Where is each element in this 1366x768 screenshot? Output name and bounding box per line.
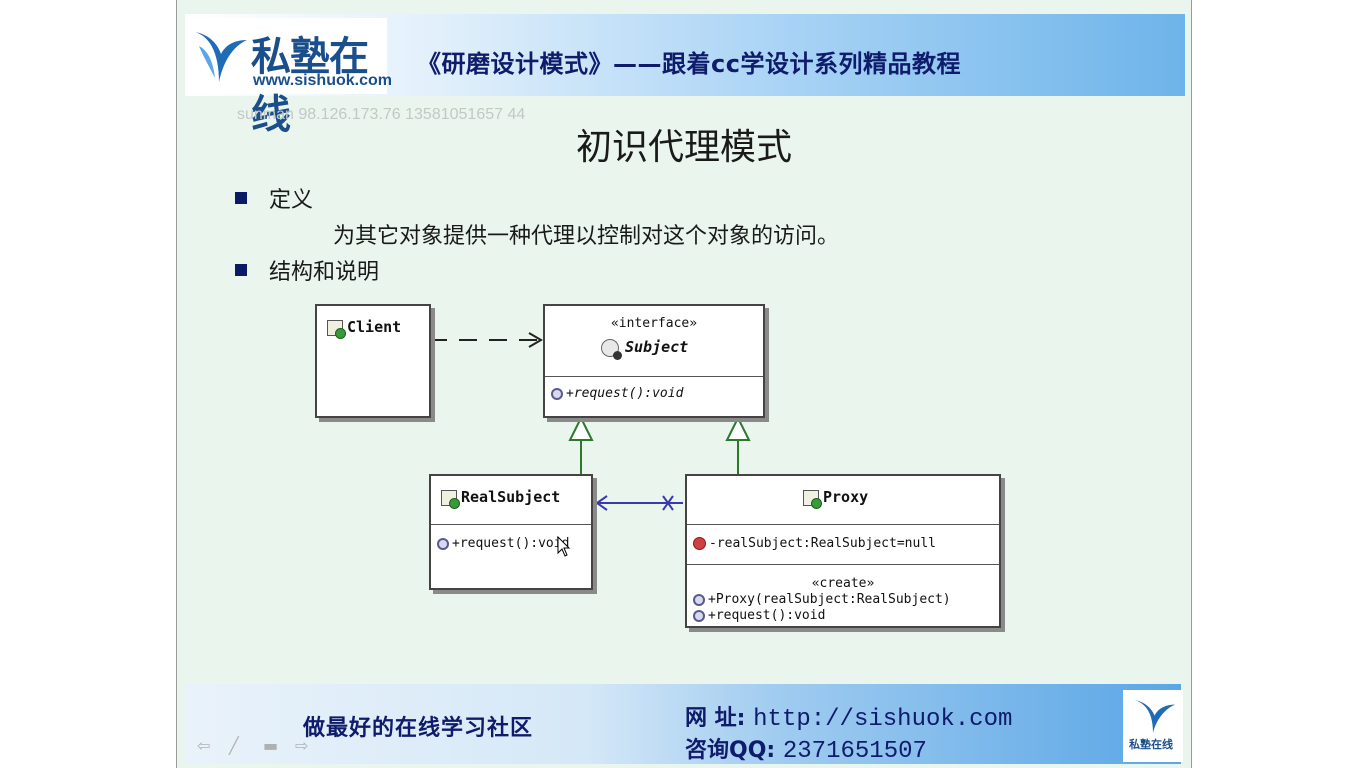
bullet-label: 定义 bbox=[269, 188, 314, 213]
class-divider bbox=[431, 524, 591, 525]
bullet-square-icon bbox=[235, 264, 247, 276]
qq-value: 2371651507 bbox=[782, 738, 927, 765]
class-name-realsubject: RealSubject bbox=[461, 488, 561, 506]
sishuok-logo: 私塾在线 www.sishuok.com bbox=[187, 18, 392, 138]
proxy-constructor: +Proxy(realSubject:RealSubject) bbox=[693, 592, 951, 607]
interface-name-subject: Subject bbox=[625, 338, 689, 356]
class-icon bbox=[327, 319, 346, 339]
class-title: Client bbox=[327, 318, 402, 339]
class-divider bbox=[545, 376, 763, 377]
course-title: 《研磨设计模式》——跟着cc学设计系列精品教程 bbox=[417, 50, 961, 78]
operation-icon bbox=[693, 609, 705, 622]
constructor-text: +Proxy(realSubject:RealSubject) bbox=[708, 592, 951, 607]
footer-logo-text: 私塾在线 bbox=[1129, 738, 1173, 751]
interface-title: Subject bbox=[601, 338, 689, 360]
uml-class-client[interactable]: Client bbox=[315, 304, 431, 418]
class-title: RealSubject bbox=[441, 488, 561, 509]
realization-triangle-realsubject bbox=[568, 415, 594, 441]
proxy-operation: +request():void bbox=[693, 608, 825, 623]
interface-stereotype: «interface» bbox=[610, 316, 698, 331]
operation-text: +request():void bbox=[452, 536, 570, 551]
subject-operation: +request():void bbox=[551, 386, 683, 401]
site-value: http://sishuok.com bbox=[753, 706, 1013, 733]
qq-label: 咨询QQ: bbox=[685, 738, 776, 763]
bird-logo-icon bbox=[1134, 699, 1175, 733]
bird-logo-icon bbox=[195, 32, 247, 82]
operation-text: +request():void bbox=[566, 386, 684, 401]
class-name-proxy: Proxy bbox=[823, 488, 869, 506]
definition-text: 为其它对象提供一种代理以控制对这个对象的访问。 bbox=[333, 224, 840, 249]
slide-title: 初识代理模式 bbox=[575, 127, 792, 168]
logo-text: 私塾在线 bbox=[251, 34, 369, 138]
bullet-square-icon bbox=[235, 192, 247, 204]
class-divider bbox=[687, 524, 999, 525]
nav-next-arrow-icon[interactable]: ⇨ bbox=[295, 736, 309, 755]
class-name-client: Client bbox=[347, 318, 402, 336]
operation-text: +request():void bbox=[708, 608, 826, 623]
attribute-text: -realSubject:RealSubject=null bbox=[709, 536, 936, 551]
operation-icon bbox=[437, 537, 449, 550]
bullet-definition: 定义 bbox=[235, 182, 313, 214]
nav-prev-arrow-icon[interactable]: ⇦ bbox=[197, 736, 211, 755]
association-arrowhead bbox=[595, 495, 608, 511]
nav-menu-icon[interactable]: ▬ bbox=[263, 736, 279, 755]
mouse-cursor-icon bbox=[557, 536, 571, 557]
association-x-mark bbox=[662, 495, 674, 511]
uml-class-proxy[interactable]: Proxy -realSubject:RealSubject=null «cre… bbox=[685, 474, 1001, 628]
nav-pen-icon[interactable]: ╱ bbox=[229, 736, 239, 755]
footer-logo: 私塾在线 bbox=[1123, 690, 1183, 762]
uml-class-realsubject[interactable]: RealSubject +request():void bbox=[429, 474, 593, 590]
interface-icon bbox=[601, 338, 622, 360]
realization-triangle-proxy bbox=[725, 415, 751, 441]
watermark-text: sunman 98.126.173.76 13581051657 44 bbox=[237, 106, 526, 123]
uml-interface-subject[interactable]: «interface» Subject +request():void bbox=[543, 304, 765, 418]
dependency-arrowhead bbox=[528, 332, 543, 348]
private-attribute-icon bbox=[693, 537, 706, 550]
slide-canvas: 私塾在线 www.sishuok.com 《研磨设计模式》——跟着cc学设计系列… bbox=[176, 0, 1192, 768]
create-stereotype: «create» bbox=[811, 576, 875, 591]
realsubject-operation: +request():void bbox=[437, 536, 569, 551]
proxy-attribute: -realSubject:RealSubject=null bbox=[693, 536, 936, 551]
footer-qq: 咨询QQ: 2371651507 bbox=[685, 732, 927, 765]
class-title: Proxy bbox=[803, 488, 869, 509]
footer-banner bbox=[185, 684, 1181, 764]
bullet-label: 结构和说明 bbox=[269, 260, 380, 285]
site-label: 网 址: bbox=[685, 706, 746, 731]
operation-icon bbox=[551, 387, 563, 400]
class-divider bbox=[687, 564, 999, 565]
bullet-structure: 结构和说明 bbox=[235, 254, 379, 286]
footer-slogan: 做最好的在线学习社区 bbox=[303, 716, 534, 741]
operation-icon bbox=[693, 593, 705, 606]
uml-connectors bbox=[429, 332, 751, 511]
class-icon bbox=[803, 489, 822, 509]
logo-url: www.sishuok.com bbox=[253, 72, 392, 89]
class-icon bbox=[441, 489, 460, 509]
footer-website: 网 址: http://sishuok.com bbox=[685, 700, 1012, 733]
